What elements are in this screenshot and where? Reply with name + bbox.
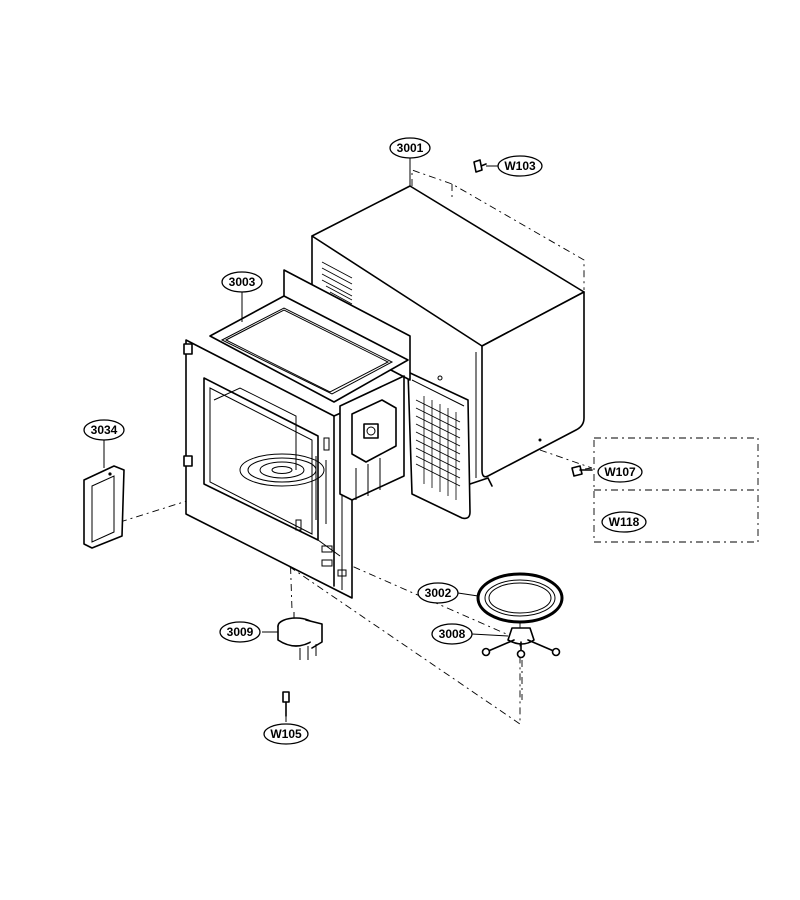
callout-w103: W103 [497,155,543,177]
callout-3003-label: 3003 [229,275,256,289]
callout-w105-label: W105 [270,727,302,741]
waveguide-cover-3034 [83,446,125,549]
case-vent-slots [321,261,353,305]
callout-w107-label: W107 [604,465,636,479]
roller-ring-3008 [471,627,561,659]
callout-w103-label: W103 [504,159,536,173]
callout-w107: W107 [597,461,643,483]
callout-3034-label: 3034 [91,423,118,437]
callout-3002-label: 3002 [425,586,452,600]
callout-3009: 3009 [219,621,261,643]
callout-3001-label: 3001 [397,141,424,155]
cavity-frame-3003 [183,269,411,599]
back-grill [415,396,461,500]
callout-3008-label: 3008 [439,627,466,641]
screw-w103 [473,159,498,173]
screw-w105 [282,691,290,722]
callout-3008: 3008 [431,623,473,645]
callout-w105: W105 [263,723,309,745]
back-panel [407,371,471,520]
callout-w118-label: W118 [609,515,640,529]
turntable-motor-3009 [262,612,323,660]
glass-tray-3002 [457,572,564,624]
callout-w118: W118 [601,511,647,533]
callout-3001: 3001 [389,137,431,159]
callout-3009-label: 3009 [227,625,254,639]
callout-3034: 3034 [83,419,125,441]
screw-w107 [571,465,593,477]
option-box [593,437,759,543]
callout-3002: 3002 [417,582,459,604]
callout-3003: 3003 [221,271,263,293]
outer-case-3001 [311,185,585,487]
